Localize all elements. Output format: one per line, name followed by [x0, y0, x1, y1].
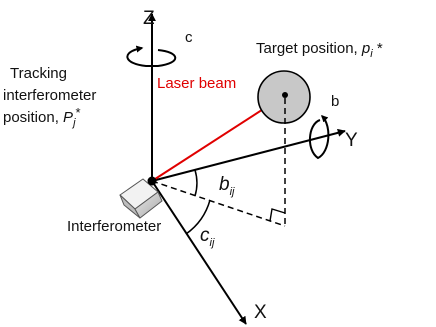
angle-b-label: bij	[219, 174, 235, 198]
projection-horizontal	[151, 180, 286, 227]
rotation-c-label: c	[185, 29, 193, 46]
origin-point	[147, 176, 157, 186]
angle-b-arc	[194, 169, 198, 197]
z-axis-label: Z	[143, 8, 155, 29]
angle-c-arc	[185, 199, 211, 235]
rotation-b-arrow	[309, 115, 330, 160]
interferometer-label: Interferometer	[67, 218, 161, 235]
x-axis	[151, 180, 247, 325]
interferometer-device	[119, 178, 163, 219]
tracking-label-line1: Tracking	[10, 65, 67, 82]
rotation-b-label: b	[331, 93, 339, 110]
tracking-label-line3: position, Pj*	[3, 105, 81, 129]
y-axis	[151, 128, 346, 182]
laser-beam-label: Laser beam	[157, 75, 236, 92]
target-center	[282, 92, 288, 98]
right-angle-marker	[269, 208, 286, 222]
rotation-c-arrow	[126, 45, 177, 67]
target-position-label: Target position, pi *	[256, 40, 383, 60]
x-axis-label: X	[254, 302, 267, 323]
y-axis-label: Y	[345, 130, 358, 151]
angle-c-label: cij	[200, 225, 215, 249]
tracking-label-line2: interferometer	[3, 87, 96, 104]
